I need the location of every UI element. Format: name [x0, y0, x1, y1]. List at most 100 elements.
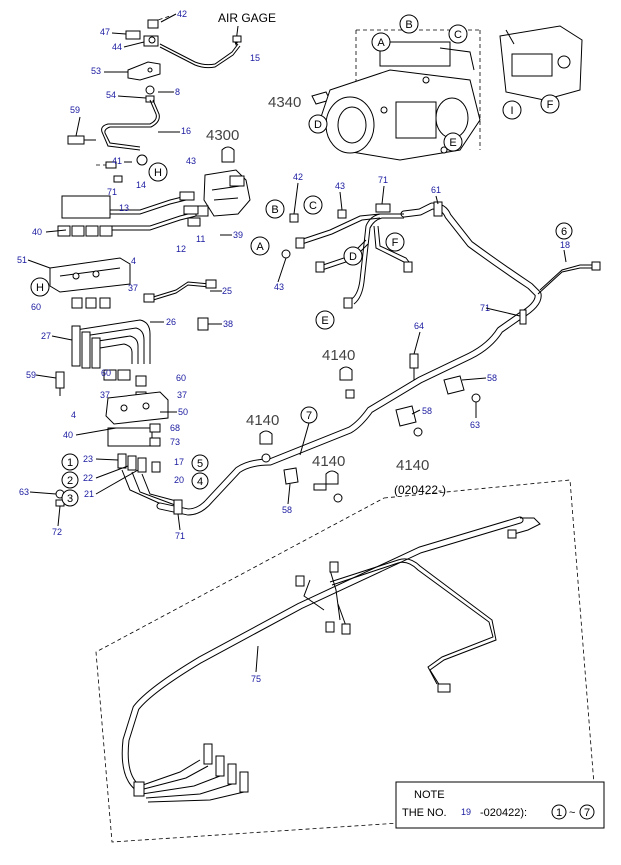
note-range-sep: ~ [569, 807, 575, 819]
svg-text:1: 1 [67, 457, 73, 469]
svg-text:F: F [547, 99, 554, 111]
svg-text:58: 58 [282, 505, 292, 515]
svg-text:D: D [314, 119, 322, 131]
svg-text:64: 64 [414, 321, 424, 331]
svg-text:59: 59 [70, 105, 80, 115]
part-number-labels: 42 47 44 15 53 8 54 59 16 41 14 71 43 13… [17, 9, 570, 684]
svg-text:71: 71 [480, 303, 490, 313]
svg-text:63: 63 [19, 487, 29, 497]
svg-text:44: 44 [112, 42, 122, 52]
group-4340-label: 4340 [268, 94, 301, 111]
svg-text:59: 59 [26, 370, 36, 380]
note-box: NOTE THE NO. 19 -020422): 1 ~ 7 [395, 781, 605, 829]
group-4140d-label: 4140 [396, 457, 429, 474]
brake-valve-assembly [319, 29, 481, 161]
svg-text:8: 8 [175, 87, 180, 97]
leader-lines [27, 13, 567, 673]
callout-A1: A [371, 32, 391, 52]
svg-text:4: 4 [197, 476, 203, 488]
callout-A2: A [250, 236, 270, 256]
note-range-to: 7 [584, 807, 590, 819]
callout-4: 4 [191, 472, 209, 490]
svg-text:A: A [256, 241, 264, 253]
svg-text:21: 21 [84, 489, 94, 499]
svg-text:F: F [392, 237, 399, 249]
svg-text:3: 3 [67, 493, 73, 505]
svg-text:4: 4 [71, 410, 76, 420]
svg-text:58: 58 [422, 406, 432, 416]
svg-text:72: 72 [52, 527, 62, 537]
svg-text:7: 7 [306, 410, 312, 422]
svg-text:13: 13 [119, 203, 129, 213]
callout-F2: F [385, 232, 405, 252]
valve-assembly-right [499, 25, 583, 101]
valve-block-upper [57, 195, 113, 237]
svg-text:A: A [377, 37, 385, 49]
svg-text:15: 15 [250, 53, 260, 63]
svg-text:2: 2 [67, 475, 73, 487]
svg-text:71: 71 [378, 175, 388, 185]
valve-block-lower [103, 369, 169, 447]
svg-text:54: 54 [106, 90, 116, 100]
svg-text:60: 60 [31, 302, 41, 312]
note-prefix: THE NO. [402, 807, 447, 819]
svg-text:42: 42 [293, 172, 303, 182]
svg-text:H: H [36, 282, 44, 294]
svg-text:18: 18 [560, 240, 570, 250]
note-title: NOTE [414, 789, 445, 801]
svg-text:5: 5 [197, 458, 203, 470]
svg-text:43: 43 [186, 156, 196, 166]
svg-text:37: 37 [177, 390, 187, 400]
callout-E1: E [443, 132, 463, 152]
svg-text:C: C [454, 29, 462, 41]
group-4140b-label: 4140 [246, 412, 279, 429]
svg-text:26: 26 [166, 317, 176, 327]
svg-text:20: 20 [174, 475, 184, 485]
callout-7: 7 [300, 406, 318, 424]
note-range-from: 1 [556, 807, 562, 819]
svg-text:58: 58 [487, 373, 497, 383]
main-air-pipe [156, 201, 601, 516]
svg-text:73: 73 [170, 437, 180, 447]
svg-text:25: 25 [222, 286, 232, 296]
svg-text:11: 11 [196, 234, 205, 244]
callout-6: 6 [555, 222, 573, 240]
svg-text:39: 39 [233, 230, 243, 240]
svg-text:38: 38 [223, 319, 233, 329]
svg-text:41: 41 [112, 156, 122, 166]
svg-text:17: 17 [174, 457, 184, 467]
callout-B1: B [399, 14, 419, 34]
svg-text:53: 53 [91, 66, 101, 76]
note-suffix: -020422): [480, 807, 527, 819]
svg-text:51: 51 [17, 255, 27, 265]
svg-text:I: I [510, 105, 513, 117]
svg-text:68: 68 [170, 423, 180, 433]
svg-text:22: 22 [83, 473, 93, 483]
callout-C2: C [303, 195, 323, 215]
callout-1: 1 [61, 453, 79, 471]
callout-D2: D [343, 246, 363, 266]
svg-text:60: 60 [101, 368, 111, 378]
svg-text:E: E [321, 315, 328, 327]
group-4140c-label: 4140 [312, 453, 345, 470]
svg-text:42: 42 [177, 9, 187, 19]
svg-text:4: 4 [131, 256, 136, 266]
svg-text:6: 6 [561, 226, 567, 238]
svg-text:47: 47 [100, 27, 110, 37]
svg-text:12: 12 [176, 244, 186, 254]
note-part-ref: 19 [461, 807, 471, 817]
group-4300-label: 4300 [206, 127, 239, 144]
svg-text:H: H [154, 167, 162, 179]
svg-text:61: 61 [431, 185, 441, 195]
callout-H2: H [30, 277, 50, 297]
svg-text:C: C [309, 200, 317, 212]
svg-text:B: B [271, 204, 278, 216]
svg-text:D: D [349, 251, 357, 263]
callout-C1: C [448, 24, 468, 44]
svg-text:37: 37 [128, 283, 138, 293]
air-gage-label: AIR GAGE [218, 11, 276, 25]
callout-E2: E [315, 310, 335, 330]
svg-text:37: 37 [100, 390, 110, 400]
svg-text:60: 60 [176, 373, 186, 383]
